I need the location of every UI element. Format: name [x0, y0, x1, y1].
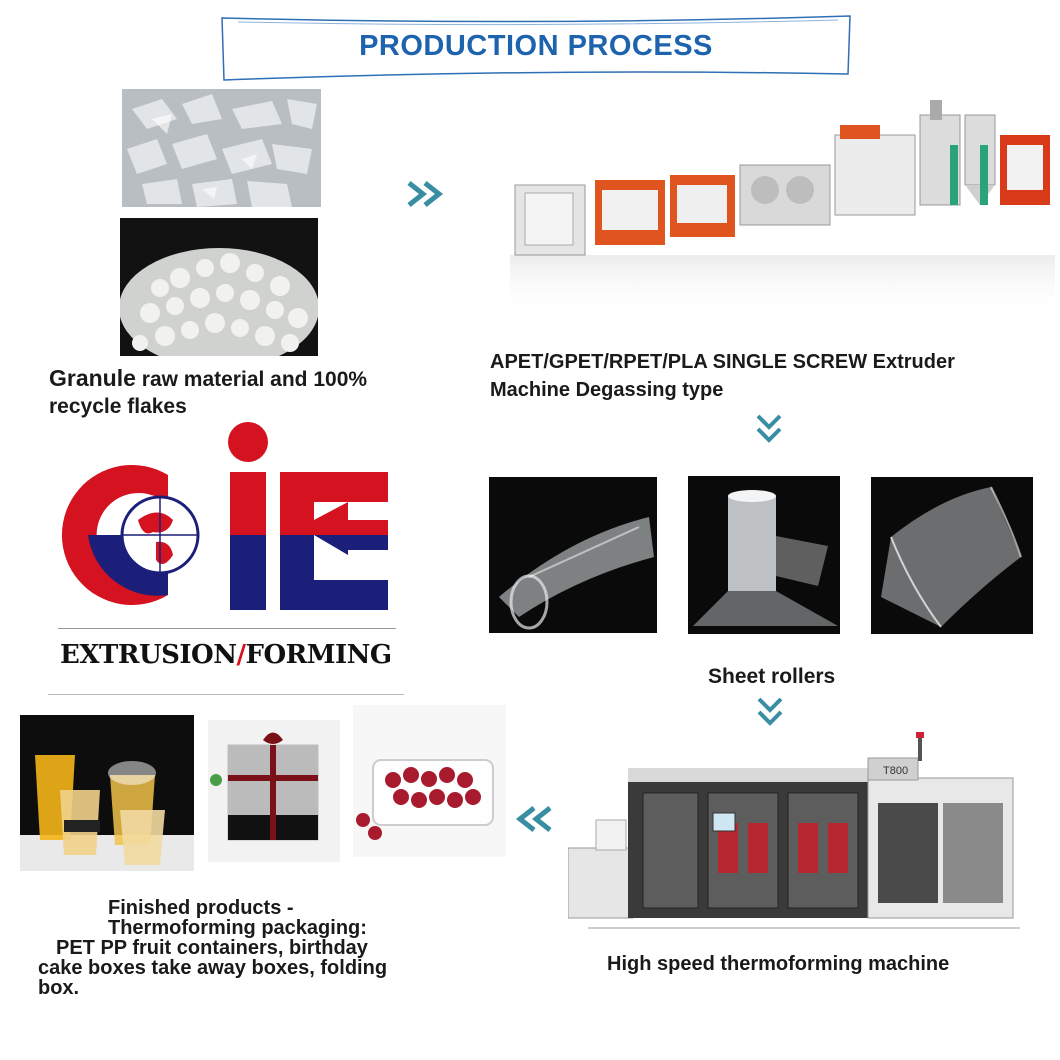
thermoforming-machine-photo: T800	[568, 728, 1020, 933]
page-title: PRODUCTION PROCESS	[359, 30, 713, 62]
arrow-down-icon-2	[755, 695, 785, 729]
extruder-caption: APET/GPET/RPET/PLA SINGLE SCREW Extruder…	[490, 348, 1060, 404]
arrow-down-icon	[754, 412, 784, 446]
extruder-caption-line2: Machine Degassing type	[490, 379, 724, 401]
extruder-caption-line1: APET/GPET/RPET/PLA SINGLE SCREW Extruder	[490, 351, 955, 373]
granule-caption-line2: recycle flakes	[49, 395, 187, 418]
machine-model-label: T800	[883, 765, 908, 777]
sheet-roll-photo-3	[871, 477, 1033, 634]
logo-bottom-rule	[48, 694, 404, 695]
sheet-roll-photo-1	[489, 477, 657, 633]
cie-logo-mark	[61, 422, 388, 610]
logo-slash: /	[236, 640, 246, 670]
arrow-left-icon	[514, 805, 556, 833]
recycle-flakes-photo	[122, 89, 321, 207]
granule-caption: Granule raw material and 100% recycle fl…	[49, 365, 449, 420]
banner-frame	[221, 15, 851, 81]
granule-caption-word: Granule	[49, 365, 136, 391]
thermoforming-caption: High speed thermoforming machine	[607, 953, 950, 975]
finished-line-4: cake boxes take away boxes, folding	[38, 957, 388, 979]
logo-subtitle: EXTRUSION/FORMING	[60, 640, 392, 670]
granules-photo	[120, 218, 318, 356]
finished-products-caption: Finished products - Thermoforming packag…	[38, 898, 508, 998]
granule-caption-rest: raw material and 100%	[141, 368, 368, 391]
finished-line-2: Thermoforming packaging:	[108, 917, 367, 939]
cie-logo: EXTRUSION/FORMING	[48, 420, 408, 700]
sheet-roll-photo-2	[688, 476, 840, 634]
finished-line-1: Finished products -	[108, 897, 294, 919]
sheets-caption: Sheet rollers	[708, 665, 836, 688]
finished-line-3: PET PP fruit containers, birthday	[56, 937, 368, 959]
extruder-line-photo	[510, 95, 1055, 315]
logo-left-word: EXTRUSION	[60, 640, 237, 670]
arrow-right-icon	[405, 180, 447, 208]
finished-line-5: box.	[38, 977, 80, 999]
logo-divider	[58, 628, 396, 629]
logo-right-word: FORMING	[245, 640, 392, 670]
cake-box-photo	[208, 720, 340, 862]
cherry-container-photo	[353, 705, 506, 857]
title-banner: PRODUCTION PROCESS	[218, 14, 854, 82]
cups-photo	[20, 715, 194, 871]
